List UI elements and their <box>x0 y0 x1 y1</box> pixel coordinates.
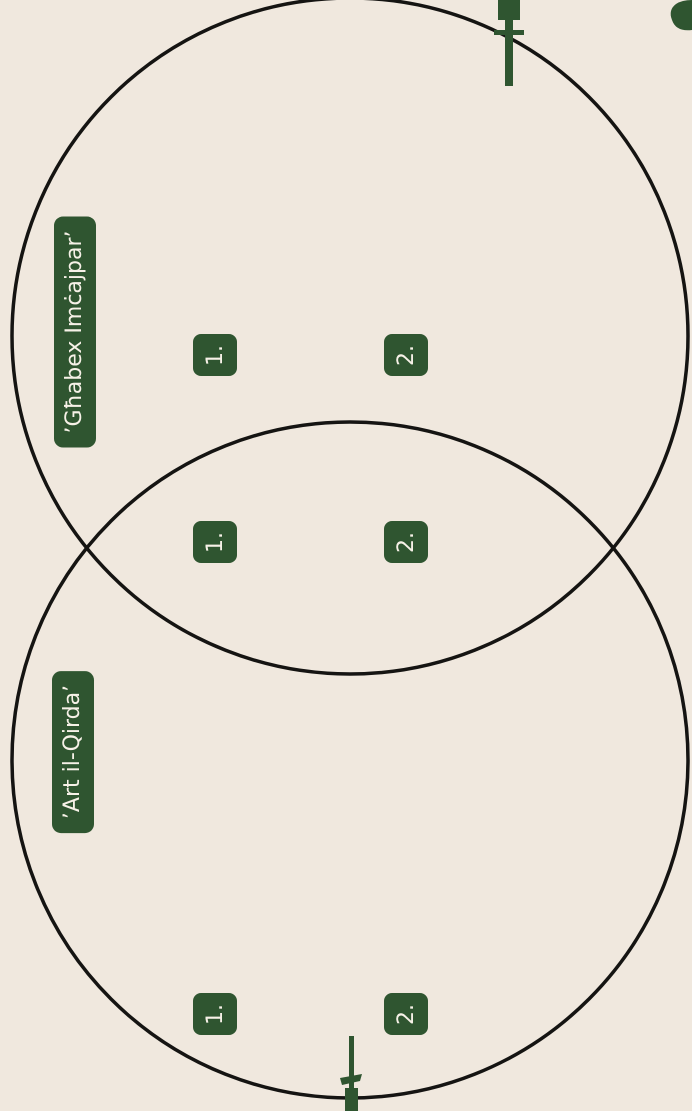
overlap-item-1-badge: 1. <box>193 521 237 563</box>
overlap-item-1-text: 1. <box>203 532 228 553</box>
bottom-item-2-badge: 2. <box>384 993 428 1035</box>
overlap-item-2-badge: 2. <box>384 521 428 563</box>
plant-silhouette-icon <box>664 0 692 32</box>
top-set-label: ’Għabex Imċajpar’ <box>54 216 96 447</box>
bottom-set-label: ’Art il-Qirda’ <box>52 671 94 833</box>
top-set-label-text: ’Għabex Imċajpar’ <box>62 230 87 433</box>
plant-silhouette-icon <box>488 0 528 90</box>
bottom-item-1-badge: 1. <box>193 993 237 1035</box>
top-item-2-badge: 2. <box>384 334 428 376</box>
overlap-item-2-text: 2. <box>394 532 419 553</box>
bottom-item-1-text: 1. <box>203 1004 228 1025</box>
top-item-2-text: 2. <box>394 345 419 366</box>
bottom-item-2-text: 2. <box>394 1004 419 1025</box>
plant-silhouette-icon <box>336 1036 366 1111</box>
top-set-circle <box>12 0 688 674</box>
top-item-1-text: 1. <box>203 345 228 366</box>
bottom-set-label-text: ’Art il-Qirda’ <box>60 685 85 819</box>
top-item-1-badge: 1. <box>193 334 237 376</box>
bottom-set-circle <box>12 422 688 1098</box>
